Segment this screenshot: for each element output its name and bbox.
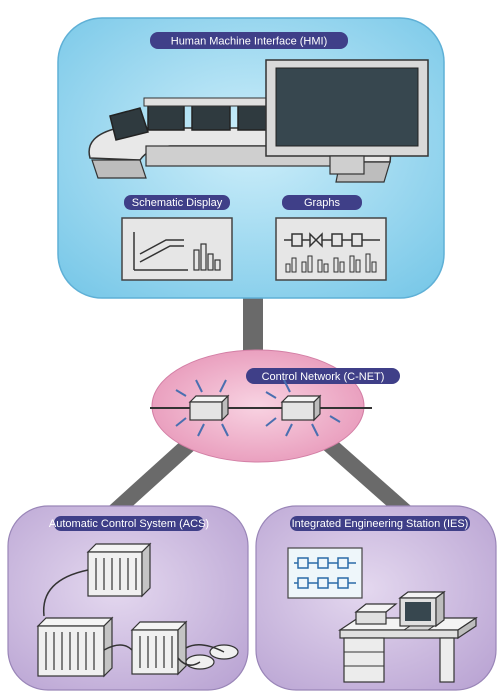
engineering-workstation-illustration — [338, 590, 478, 683]
ies-title: Integrated Engineering Station (IES) — [292, 518, 469, 530]
acs-cabinet-right — [130, 620, 188, 676]
network-to-acs-connector — [106, 432, 202, 520]
graphs-badge — [282, 195, 362, 210]
acs-cables — [43, 569, 225, 666]
acs-panel: Automatic Control System (ACS) — [7, 505, 249, 691]
hmi-title: Human Machine Interface (HMI) — [171, 36, 328, 48]
control-network-ellipse: Control Network (C-NET) — [150, 349, 400, 463]
connectors — [106, 290, 414, 520]
network-to-ies-connector — [316, 432, 414, 520]
network-switch-right — [280, 394, 322, 422]
graphs-label: Graphs — [304, 197, 341, 209]
schematic-display-label: Schematic Display — [132, 197, 223, 209]
schematic-display-badge — [124, 195, 230, 210]
network-rays — [175, 379, 341, 437]
graphs-screen — [275, 217, 387, 281]
ies-title-badge — [290, 516, 470, 531]
acs-title: Automatic Control System (ACS) — [49, 518, 209, 530]
hmi-to-network-connector — [243, 290, 263, 360]
acs-title-badge — [54, 516, 204, 531]
ies-function-diagram — [287, 547, 363, 599]
network-switch-left — [188, 394, 230, 422]
hmi-title-badge — [150, 32, 348, 49]
control-console-illustration — [88, 59, 429, 183]
ies-panel: Integrated Engineering Station (IES) — [255, 505, 497, 691]
acs-cabinet-top — [86, 542, 152, 598]
schematic-display-screen — [121, 217, 233, 281]
acs-cabinet-left — [36, 616, 114, 678]
network-title: Control Network (C-NET) — [262, 371, 385, 383]
hmi-panel: Human Machine Interface (HMI) Schematic … — [57, 17, 445, 299]
